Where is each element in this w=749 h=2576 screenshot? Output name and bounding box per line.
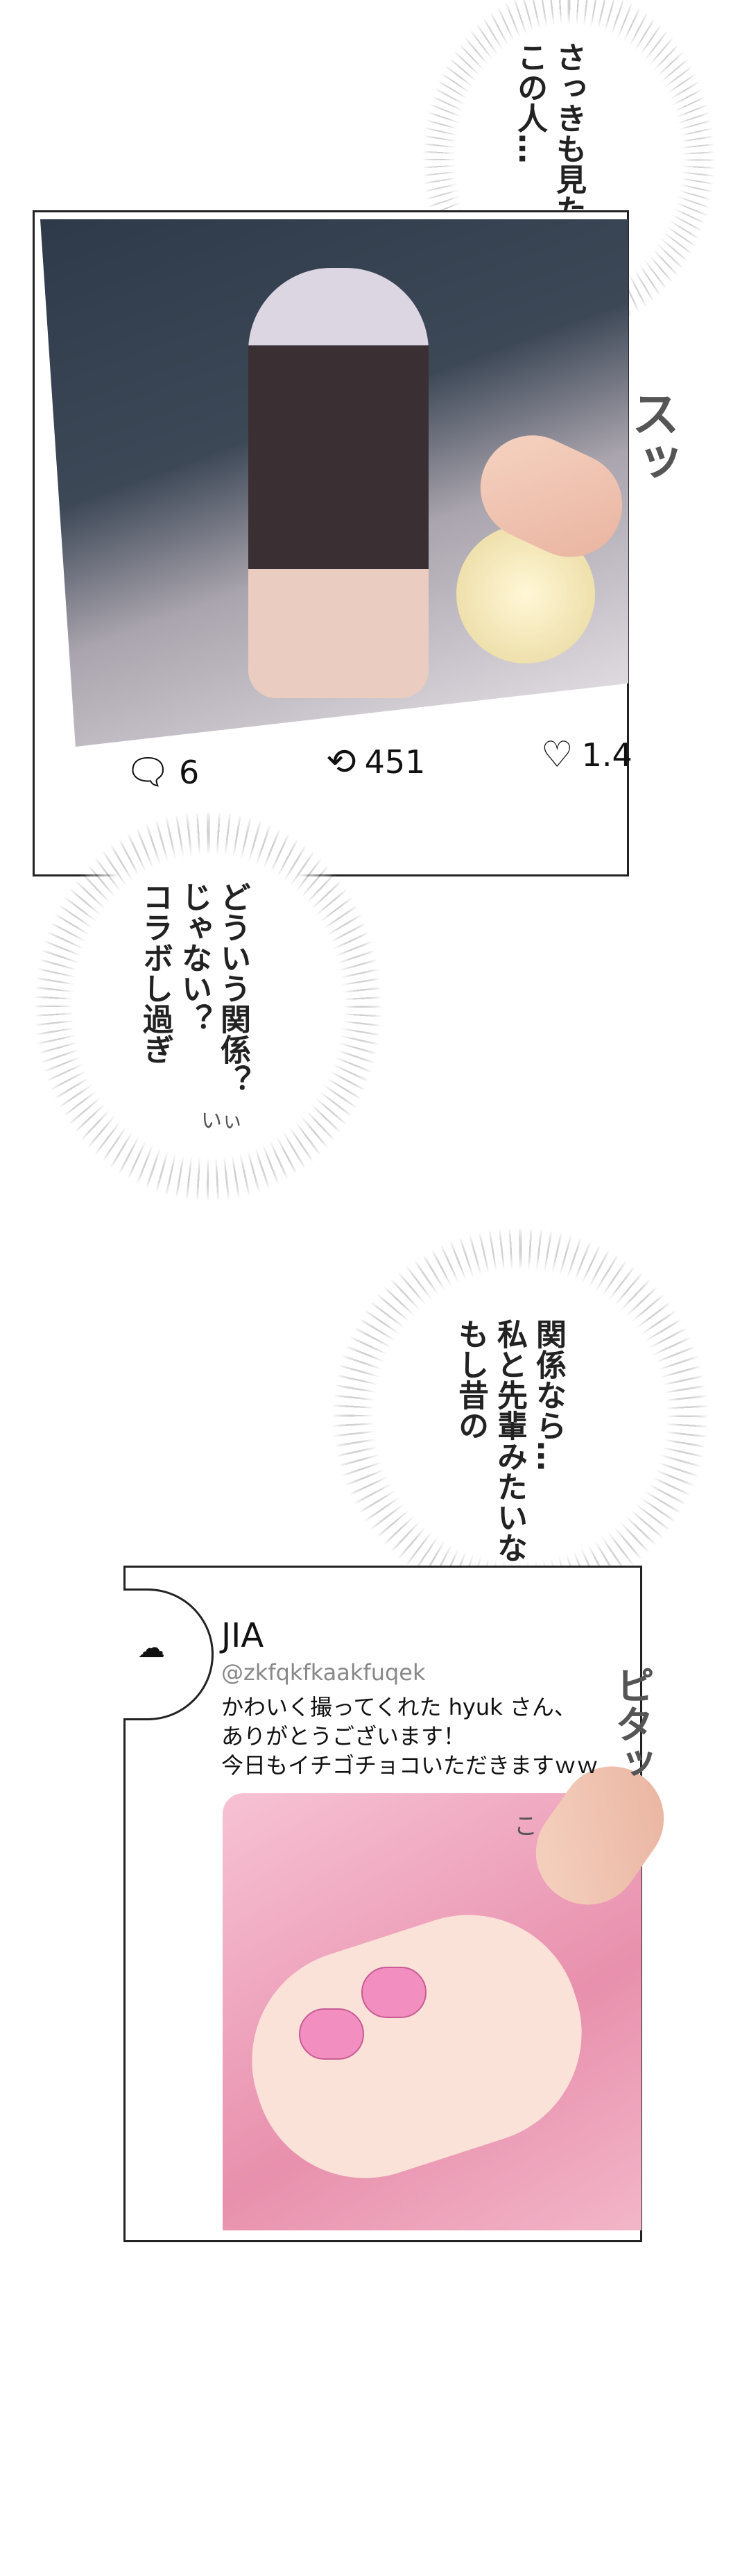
repost-count[interactable]: ⟲ 451 [326,743,425,781]
comment-count[interactable]: 🗨 6 [125,754,199,791]
sfx-small: いぃ [201,1109,243,1133]
bubble-2-text: どういう関係？ じゃない？ コラボし過ぎ [135,881,252,1095]
bubble-3-text: 関係なら… 私と先輩みたいな もし昔の [451,1319,567,1563]
avatar-face-icon: ☁ [137,1632,165,1664]
heart-icon: ♡ [541,734,574,776]
post-text-line: かわいく撮ってくれた hyuk さん、 [221,1694,576,1720]
bubble-line: コラボし過ぎ [137,881,173,1065]
bubble-line: 関係なら… [531,1319,566,1471]
bubble-1-text: さっきも見た この人… [510,42,587,225]
candy [361,1967,427,2018]
comment-count-value: 6 [179,754,200,791]
repost-count-value: 451 [364,743,426,781]
post-text: かわいく撮ってくれた hyuk さん、 ありがとうございます！ 今日もイチゴチョ… [221,1693,599,1780]
bubble-line: じゃない？ [176,881,212,1034]
sfx-small: こ [514,1813,537,1840]
post-card-2: ☁ JIA @zkfqkfkaakfuqek こ かわいく撮ってくれた hyuk… [123,1566,642,2242]
user-name[interactable]: JIA [221,1616,264,1655]
candy [299,2008,364,2060]
sfx-swipe: スッ [623,389,680,486]
character-figure [248,268,429,698]
user-handle[interactable]: @zkfqkfkaakfuqek [221,1659,426,1686]
avatar[interactable]: ☁ [123,1588,214,1720]
like-count[interactable]: ♡ 1.4 [541,736,632,774]
hand [223,1886,611,2208]
speech-burst-2 [35,812,381,1201]
sfx-stop: ピタッ [609,1666,654,1782]
bubble-line: この人… [512,42,547,164]
comment-icon: 🗨 [125,752,171,793]
post-text-line: ありがとうございます！ [221,1723,466,1749]
speech-burst-3 [333,1228,707,1603]
like-count-value: 1.4 [581,736,632,774]
repost-icon: ⟲ [326,741,356,783]
post-text-line: 今日もイチゴチョコいただきますｗｗ [221,1752,599,1779]
bubble-line: さっきも見た [551,42,586,225]
bubble-line: もし昔の [453,1319,488,1441]
post-photo: こ [223,1793,642,2230]
bubble-line: どういう関係？ [215,881,250,1095]
bubble-line: 私と先輩みたいな [492,1319,527,1563]
